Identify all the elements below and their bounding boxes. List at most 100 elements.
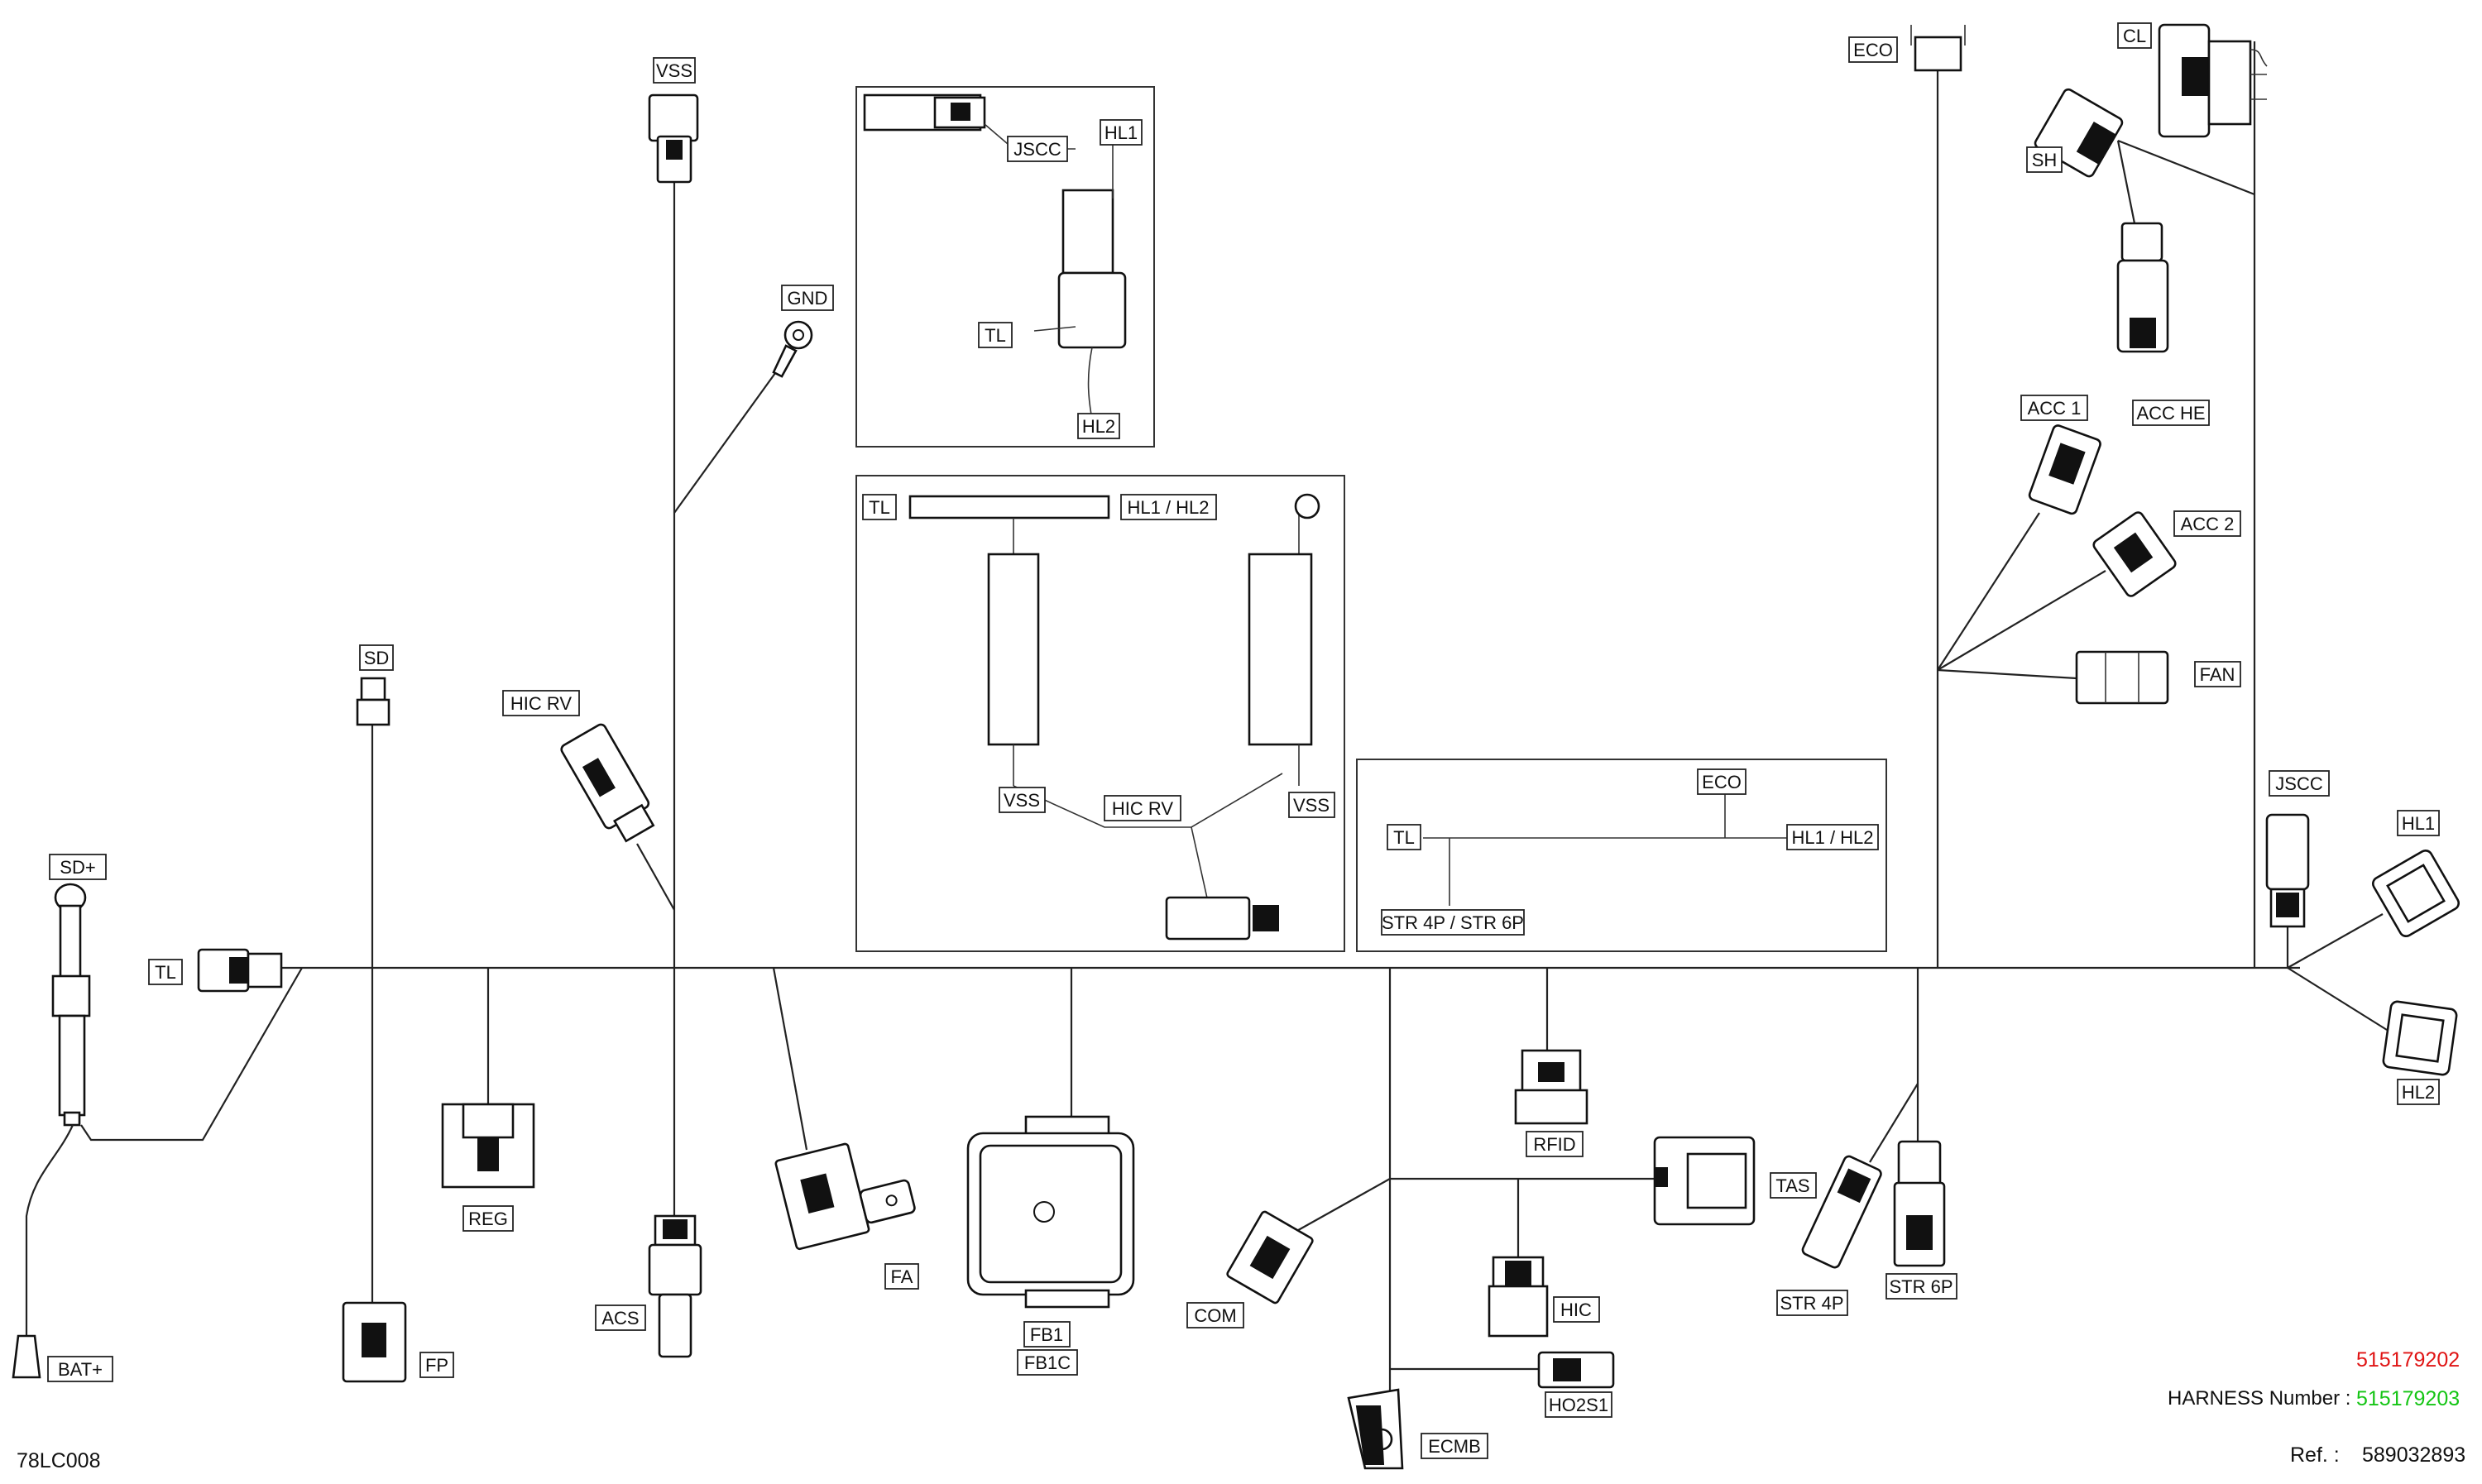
svg-text:STR 4P: STR 4P	[1780, 1293, 1843, 1314]
connector-rfid	[1514, 1049, 1588, 1125]
inset1-label-tl: TL	[978, 322, 1013, 348]
svg-text:ECO: ECO	[1702, 772, 1742, 792]
connector-ecmb	[1347, 1388, 1404, 1470]
svg-text:FA: FA	[891, 1266, 913, 1287]
svg-text:FB1: FB1	[1030, 1324, 1063, 1345]
svg-text:SD+: SD+	[60, 857, 95, 878]
svg-text:HL1: HL1	[1104, 122, 1138, 143]
svg-text:JSCC: JSCC	[1013, 139, 1061, 160]
connector-hic	[1488, 1256, 1549, 1338]
connector-reg	[441, 1103, 535, 1189]
connector-tl	[197, 948, 283, 993]
svg-text:HL1 / HL2: HL1 / HL2	[1127, 497, 1209, 518]
inset1-label-hl2: HL2	[1077, 413, 1120, 439]
svg-text:VSS: VSS	[656, 60, 692, 81]
inset3-label-eco: ECO	[1697, 768, 1747, 795]
inset-vss-hic-rv	[855, 475, 1345, 952]
connector-jscc	[2265, 813, 2310, 928]
connector-fp	[342, 1301, 407, 1383]
svg-text:ACC HE: ACC HE	[2136, 403, 2205, 424]
label-bat-plus: BAT+	[47, 1356, 113, 1382]
part-number-red: 515179202	[2356, 1348, 2460, 1372]
connector-tas	[1653, 1136, 1756, 1226]
label-hic-rv: HIC RV	[502, 690, 580, 716]
connector-vss	[648, 93, 699, 184]
svg-text:ACS: ACS	[601, 1308, 639, 1328]
connector-fb1	[966, 1115, 1135, 1309]
connector-str6p	[1893, 1140, 1946, 1267]
connector-com	[1226, 1210, 1314, 1304]
svg-text:ACC 1: ACC 1	[2028, 398, 2082, 419]
svg-text:HL1: HL1	[2402, 813, 2435, 834]
connector-sd	[356, 677, 391, 726]
label-reg: REG	[462, 1205, 514, 1232]
label-hl1: HL1	[2397, 810, 2440, 836]
connector-hl2	[2382, 1000, 2458, 1076]
label-acc2: ACC 2	[2173, 510, 2241, 537]
svg-text:HIC: HIC	[1560, 1300, 1592, 1320]
label-acs: ACS	[595, 1304, 646, 1331]
label-ecmb: ECMB	[1421, 1433, 1488, 1459]
svg-text:STR 6P: STR 6P	[1889, 1276, 1953, 1297]
svg-text:SH: SH	[2032, 150, 2058, 170]
label-tl: TL	[148, 959, 183, 985]
label-jscc: JSCC	[2269, 770, 2330, 797]
inset2-label-hic-rv: HIC RV	[1104, 795, 1181, 821]
inset-eco-str	[1356, 759, 1887, 952]
svg-text:TAS: TAS	[1775, 1175, 1809, 1196]
inset3-label-hl1-hl2: HL1 / HL2	[1786, 824, 1879, 850]
label-str6p: STR 6P	[1885, 1273, 1957, 1300]
inset3-label-str: STR 4P / STR 6P	[1381, 909, 1525, 936]
connector-fa	[774, 1142, 916, 1251]
connector-ho2s1	[1537, 1351, 1615, 1389]
svg-text:CL: CL	[2123, 26, 2146, 46]
connector-bat-plus	[12, 1334, 41, 1379]
connector-hic-rv	[560, 723, 655, 843]
svg-text:VSS: VSS	[1004, 790, 1040, 811]
part-number-green: 515179203	[2356, 1387, 2460, 1410]
svg-text:STR 4P / STR 6P: STR 4P / STR 6P	[1382, 912, 1524, 933]
label-vss: VSS	[653, 57, 696, 84]
connector-acs	[648, 1214, 702, 1358]
connector-cl	[2158, 23, 2268, 138]
inset2-label-tl: TL	[862, 494, 897, 520]
connector-eco	[1910, 25, 1966, 72]
svg-text:TL: TL	[869, 497, 890, 518]
inset3-label-tl: TL	[1387, 824, 1421, 850]
inset1-label-jscc: JSCC	[1007, 136, 1068, 162]
harness-number-label: HARNESS Number :	[2168, 1387, 2351, 1410]
svg-text:ACC 2: ACC 2	[2181, 514, 2235, 534]
svg-text:HIC RV: HIC RV	[510, 693, 572, 714]
connector-fan	[2075, 650, 2169, 705]
ref-value: 589032893	[2362, 1443, 2466, 1467]
label-hic: HIC	[1553, 1296, 1600, 1323]
label-ho2s1: HO2S1	[1545, 1391, 1612, 1418]
inset-jscc-splice	[855, 86, 1155, 448]
label-sd: SD	[359, 644, 394, 671]
connector-acc2	[2092, 511, 2177, 597]
drawing-code: 78LC008	[17, 1449, 101, 1472]
svg-text:HO2S1: HO2S1	[1549, 1395, 1608, 1415]
label-fp: FP	[419, 1352, 454, 1378]
svg-text:FP: FP	[425, 1355, 448, 1376]
main-trunk	[80, 41, 2388, 1408]
label-com: COM	[1186, 1302, 1244, 1328]
label-acc1: ACC 1	[2020, 395, 2088, 421]
svg-text:HL1 / HL2: HL1 / HL2	[1791, 827, 1873, 848]
label-gnd: GND	[781, 285, 834, 311]
svg-text:TL: TL	[155, 962, 176, 983]
label-rfid: RFID	[1526, 1131, 1584, 1157]
svg-text:TL: TL	[985, 325, 1006, 346]
connector-sh-mate	[2116, 222, 2169, 353]
svg-text:REG: REG	[468, 1209, 508, 1229]
connector-acc1	[2028, 424, 2101, 515]
label-fb1: FB1	[1023, 1321, 1071, 1348]
ref-label: Ref. :	[2290, 1443, 2340, 1467]
label-fa: FA	[884, 1263, 919, 1290]
svg-text:GND: GND	[788, 288, 828, 309]
inset1-label-hl1: HL1	[1100, 119, 1143, 146]
label-fan: FAN	[2194, 661, 2241, 687]
label-tas: TAS	[1770, 1172, 1817, 1199]
label-str4p: STR 4P	[1776, 1290, 1848, 1316]
